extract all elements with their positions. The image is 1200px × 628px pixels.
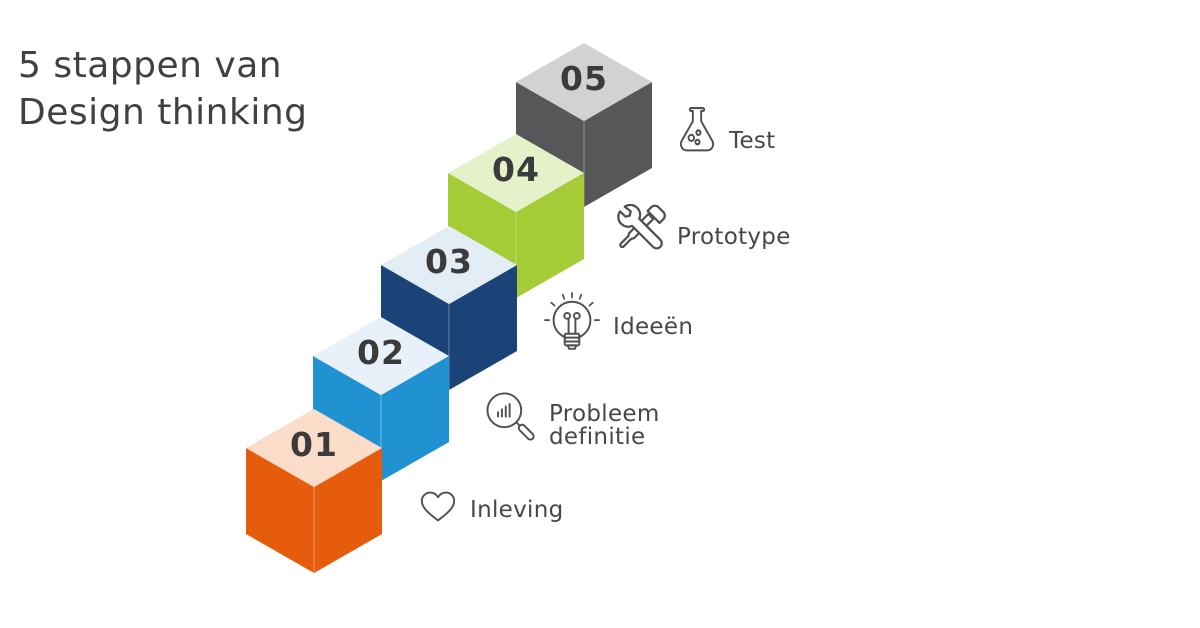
page-title-line1: 5 stappen van <box>18 45 283 86</box>
tools-icon <box>617 204 666 250</box>
step-number-03: 03 <box>425 242 473 281</box>
step-row-inleving: Inleving <box>419 489 563 525</box>
flask-icon <box>679 107 715 152</box>
step-row-ideeen: Ideeën <box>540 292 693 360</box>
cube-step-01: 01 <box>246 409 382 574</box>
page-title: 5 stappen van Design thinking <box>18 42 308 136</box>
page-title-line2: Design thinking <box>18 92 308 133</box>
step-number-01: 01 <box>290 425 338 464</box>
cube-step-03: 03 <box>381 226 517 391</box>
step-label-probleem: Probleem definitie <box>549 400 660 450</box>
magnifier-chart-icon <box>486 392 535 441</box>
cube-01-graphic <box>246 409 382 573</box>
step-row-test: Test <box>679 106 776 153</box>
step-number-02: 02 <box>357 333 405 372</box>
step-number-04: 04 <box>492 150 540 189</box>
step-label-prototype: Prototype <box>677 224 791 250</box>
step-row-prototype: Prototype <box>615 204 791 250</box>
step-row-probleem: Probleem definitie <box>486 392 669 448</box>
step-label-ideeen: Ideeën <box>613 314 694 340</box>
heart-icon <box>420 491 456 522</box>
step-label-inleving: Inleving <box>470 497 564 523</box>
step-label-test: Test <box>729 127 776 154</box>
lightbulb-icon <box>543 292 601 350</box>
step-number-05: 05 <box>560 59 608 98</box>
cube-03-graphic <box>381 226 517 390</box>
